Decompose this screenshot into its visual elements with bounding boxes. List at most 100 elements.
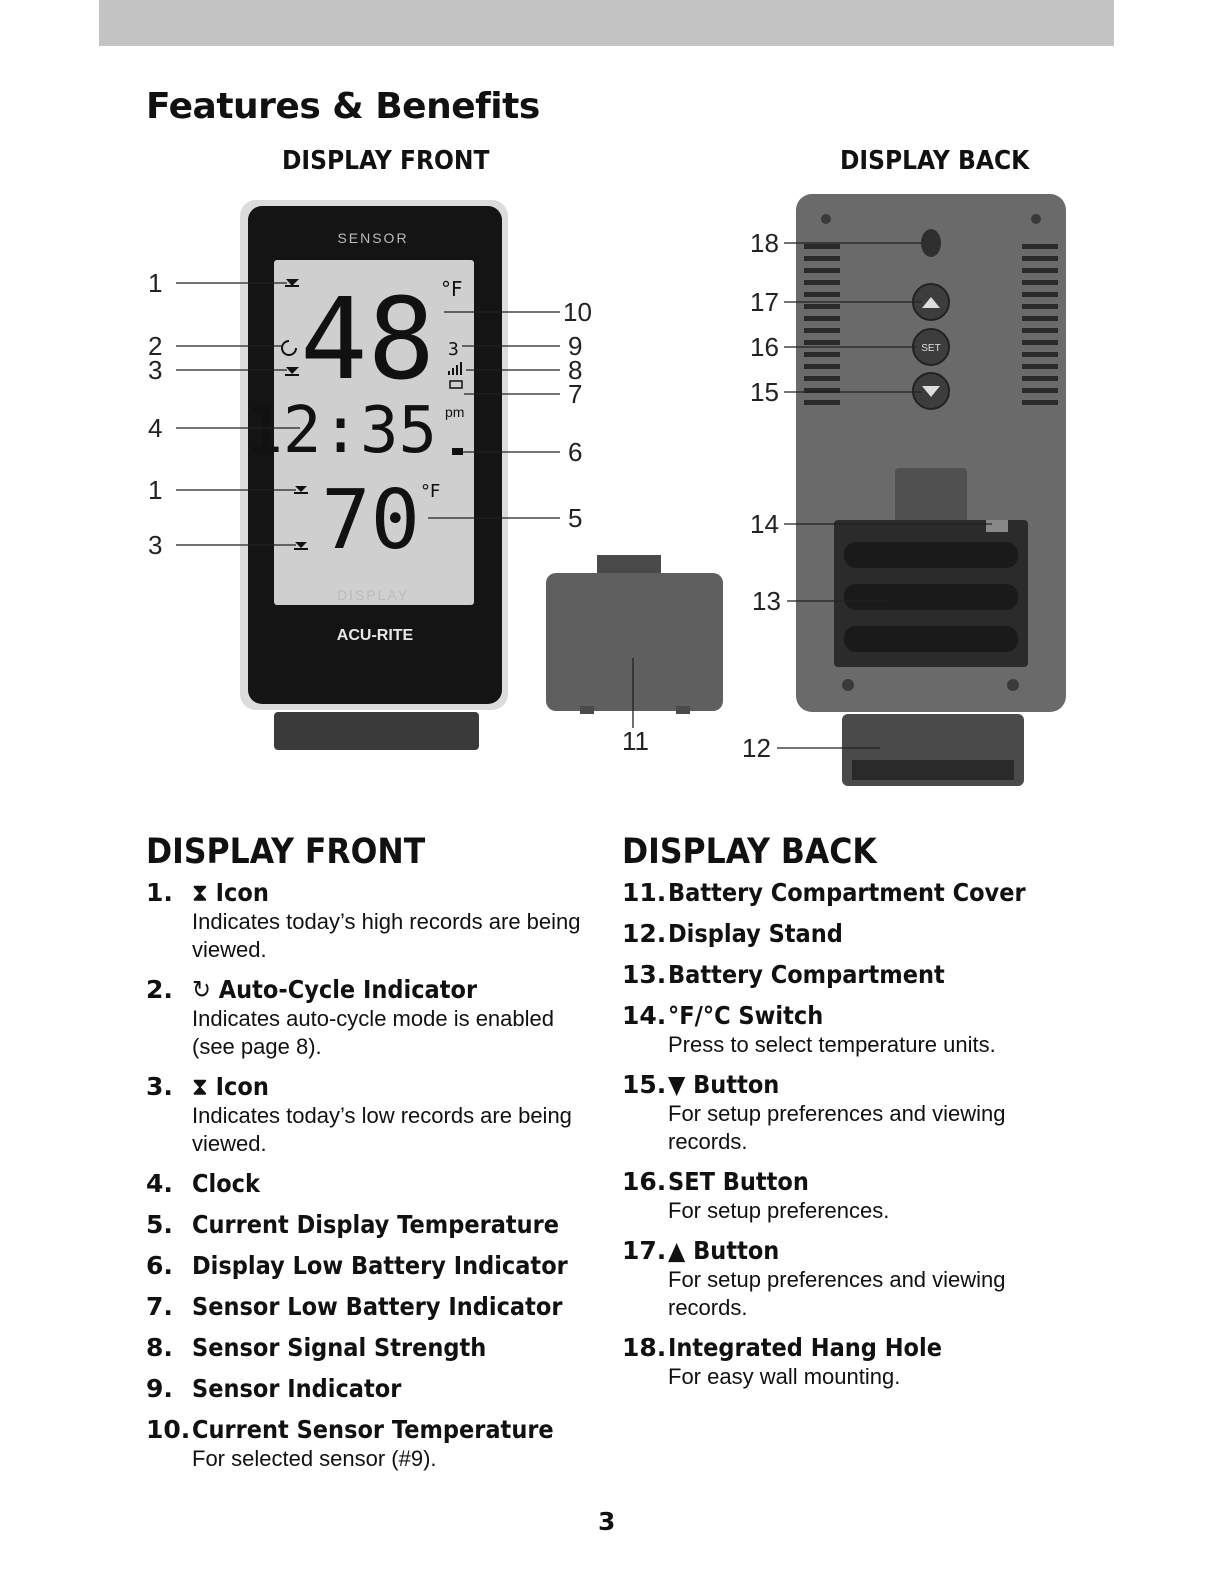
item-description: For setup preferences. xyxy=(668,1197,1062,1225)
item-description: For easy wall mounting. xyxy=(668,1363,1062,1391)
page-number: 3 xyxy=(598,1507,615,1536)
callout-number: 7 xyxy=(568,379,582,409)
item-label: Icon xyxy=(216,878,269,907)
item-number: 4. xyxy=(146,1169,173,1198)
item-label: SET Button xyxy=(668,1167,809,1197)
header-bar xyxy=(99,0,1114,46)
front-list-heading: DISPLAY FRONT xyxy=(146,832,542,872)
item-description: Indicates today’s high records are being… xyxy=(192,908,586,964)
lcd-sensor-unit: °F xyxy=(441,277,463,301)
callout-number: 6 xyxy=(568,437,582,467)
item-number: 1. xyxy=(146,878,173,907)
list-item: 2. ↻ Auto-Cycle Indicator Indicates auto… xyxy=(146,975,586,1061)
lcd-sensor-channel: 3 xyxy=(448,339,459,360)
battery-compartment-cover xyxy=(546,555,723,728)
lcd-display-unit: °F xyxy=(421,481,440,502)
item-label: Button xyxy=(693,1236,779,1265)
lcd-sensor-temperature: 48 xyxy=(300,275,435,405)
list-item: 7. Sensor Low Battery Indicator xyxy=(146,1292,586,1322)
item-number: 3. xyxy=(146,1072,173,1101)
list-item: 6. Display Low Battery Indicator xyxy=(146,1251,586,1281)
callout-number: 1 xyxy=(148,475,162,505)
item-number: 16. xyxy=(622,1167,666,1196)
list-item: 1. ⧗ Icon Indicates today’s high records… xyxy=(146,878,586,964)
auto-cycle-icon: ↻ xyxy=(192,975,211,1004)
item-number: 13. xyxy=(622,960,666,989)
item-description: For setup preferences and viewing record… xyxy=(668,1100,1062,1156)
callout-number: 15 xyxy=(750,377,779,407)
item-label: Display Low Battery Indicator xyxy=(192,1251,568,1281)
page-title: Features & Benefits xyxy=(146,86,540,127)
list-item: 3. ⧗ Icon Indicates today’s low records … xyxy=(146,1072,586,1158)
callout-number: 14 xyxy=(750,509,779,539)
item-label: Current Display Temperature xyxy=(192,1210,559,1240)
list-item: 4. Clock xyxy=(146,1169,586,1199)
item-label: Integrated Hang Hole xyxy=(668,1333,942,1363)
item-number: 6. xyxy=(146,1251,173,1280)
callout-number: 5 xyxy=(568,503,582,533)
item-label: Sensor Signal Strength xyxy=(192,1333,486,1363)
item-number: 5. xyxy=(146,1210,173,1239)
callout-number: 10 xyxy=(563,297,592,327)
unit-switch xyxy=(986,520,1008,532)
item-label: Sensor Indicator xyxy=(192,1374,401,1404)
item-number: 11. xyxy=(622,878,666,907)
lcd-clock-period: pm xyxy=(445,404,464,420)
item-description: Indicates auto-cycle mode is enabled (se… xyxy=(192,1005,586,1061)
display-stand xyxy=(842,714,1024,786)
set-button-label: SET xyxy=(921,343,940,354)
display-label: DISPLAY xyxy=(337,587,409,603)
item-description: For setup preferences and viewing record… xyxy=(668,1266,1062,1322)
list-item: 14. °F/°C Switch Press to select tempera… xyxy=(622,1001,1062,1059)
display-back-device: SET xyxy=(796,194,1066,712)
callout-number: 13 xyxy=(752,586,781,616)
item-number: 8. xyxy=(146,1333,173,1362)
item-number: 12. xyxy=(622,919,666,948)
item-number: 17. xyxy=(622,1236,666,1265)
callout-number: 12 xyxy=(742,733,771,763)
low-record-icon: ⧗ xyxy=(192,1072,208,1101)
item-number: 9. xyxy=(146,1374,173,1403)
callout-number: 11 xyxy=(622,726,649,756)
figure-caption-front: DISPLAY FRONT xyxy=(282,146,489,176)
item-label: Battery Compartment xyxy=(668,960,945,990)
item-label: Auto-Cycle Indicator xyxy=(219,975,477,1004)
callout-number: 3 xyxy=(148,530,162,560)
list-item: 10. Current Sensor Temperature For selec… xyxy=(146,1415,586,1473)
list-item: 8. Sensor Signal Strength xyxy=(146,1333,586,1363)
item-number: 10. xyxy=(146,1415,190,1444)
list-item: 13. Battery Compartment xyxy=(622,960,1062,990)
list-item: 16. SET Button For setup preferences. xyxy=(622,1167,1062,1225)
list-item: 15. ▼ Button For setup preferences and v… xyxy=(622,1070,1062,1156)
item-number: 15. xyxy=(622,1070,666,1099)
item-description: For selected sensor (#9). xyxy=(192,1445,586,1473)
sensor-label: SENSOR xyxy=(337,230,408,246)
stand-clip xyxy=(895,468,967,528)
item-description: Press to select temperature units. xyxy=(668,1031,1062,1059)
list-item: 17. ▲ Button For setup preferences and v… xyxy=(622,1236,1062,1322)
brand-logo: ACU-RITE xyxy=(337,627,414,644)
item-label: °F/°C Switch xyxy=(668,1001,823,1031)
item-label: Button xyxy=(693,1070,779,1099)
back-callout-numbers: 18 17 16 15 14 13 12 xyxy=(742,228,781,763)
item-label: Clock xyxy=(192,1169,260,1199)
item-label: Sensor Low Battery Indicator xyxy=(192,1292,562,1322)
item-number: 2. xyxy=(146,975,173,1004)
front-stand xyxy=(274,712,479,750)
item-label: Current Sensor Temperature xyxy=(192,1415,554,1445)
list-item: 18. Integrated Hang Hole For easy wall m… xyxy=(622,1333,1062,1391)
item-label: Battery Compartment Cover xyxy=(668,878,1026,908)
item-label: Icon xyxy=(216,1072,269,1101)
callout-number: 3 xyxy=(148,355,162,385)
front-features-list: DISPLAY FRONT 1. ⧗ Icon Indicates today’… xyxy=(146,832,586,1484)
back-list-heading: DISPLAY BACK xyxy=(622,832,1018,872)
product-diagram: SENSOR 48 °F 3 12:35 pm 70 °F DISPLAY AC… xyxy=(0,180,1224,800)
lcd-display-temperature: 70 xyxy=(321,473,420,568)
list-item: 5. Current Display Temperature xyxy=(146,1210,586,1240)
callout-number: 17 xyxy=(750,287,779,317)
display-battery-icon xyxy=(452,448,463,455)
item-number: 18. xyxy=(622,1333,666,1362)
up-arrow-icon: ▲ xyxy=(668,1236,685,1265)
list-item: 12. Display Stand xyxy=(622,919,1062,949)
hang-hole xyxy=(921,229,941,257)
